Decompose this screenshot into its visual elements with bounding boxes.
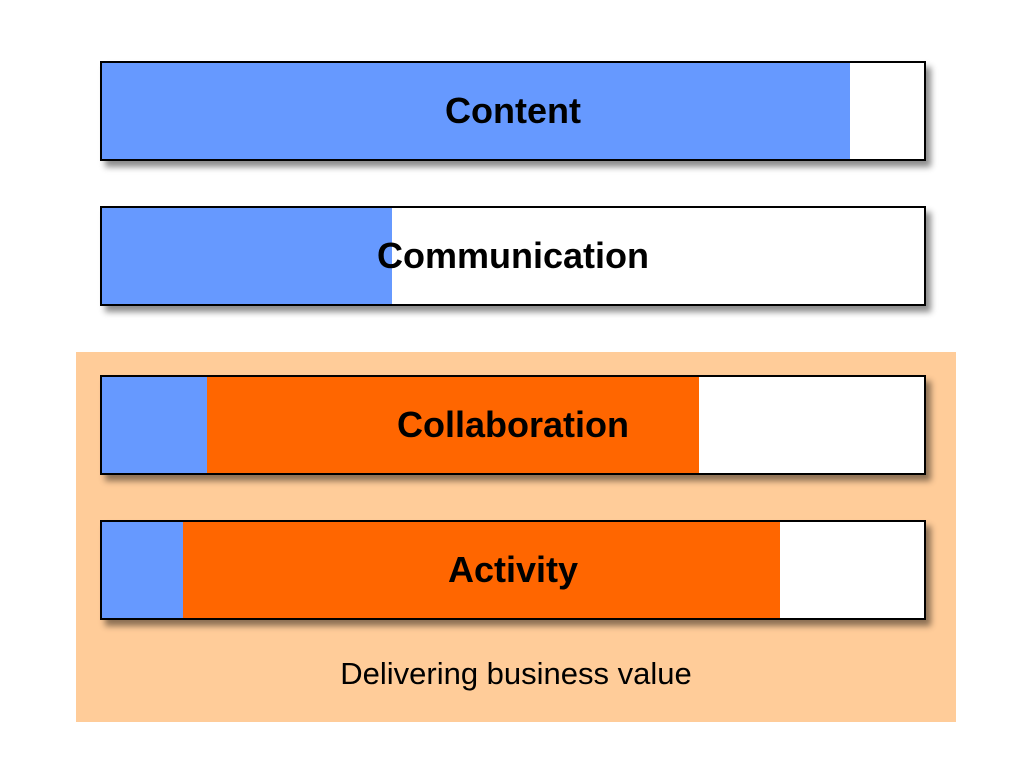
communication-bar: Communication [100,206,926,306]
collaboration-label: Collaboration [397,404,629,445]
collaboration-bar: Collaboration [100,375,926,475]
communication-blue-segment [102,208,393,304]
activity-label: Activity [447,549,579,590]
activity-blue-segment [102,522,183,618]
collaboration-blue-segment [102,377,208,473]
activity-bar: Activity [100,520,926,620]
content-label: Content [445,90,581,131]
panel-caption: Delivering business value [340,656,692,691]
communication-label: Communication [376,235,649,276]
activity-orange-segment [182,522,781,618]
content-blue-segment [102,63,851,159]
collaboration-orange-segment [207,377,699,473]
content-bar: Content [100,61,926,161]
